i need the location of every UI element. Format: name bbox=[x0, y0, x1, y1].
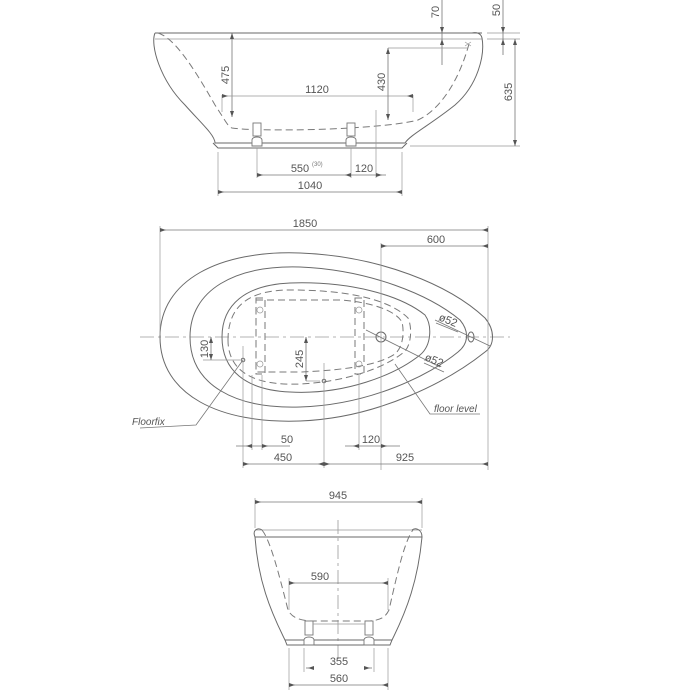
dim-base-length: 1040 bbox=[298, 180, 322, 192]
end-view: 945 590 355 560 bbox=[253, 490, 423, 690]
dim-depth-right: 430 bbox=[376, 73, 388, 91]
foot-right bbox=[346, 122, 356, 137]
dim-height-total: 635 bbox=[503, 83, 515, 101]
foot-right bbox=[364, 620, 374, 636]
dim-feet-spacing: 355 bbox=[330, 656, 348, 668]
dim-foot-gap: 50 bbox=[281, 434, 293, 446]
dim-feet-spacing-tolerance: (30) bbox=[312, 162, 323, 168]
dim-left-section: 450 bbox=[274, 452, 292, 464]
top-view: 1850 600 ø52 ø52 130 245 Floorfix floor … bbox=[132, 218, 510, 470]
label-floor-level: floor level bbox=[434, 404, 478, 415]
dim-overflow-diameter: ø52 bbox=[437, 312, 459, 330]
overflow-icon bbox=[467, 331, 475, 343]
dim-offset: 120 bbox=[355, 163, 373, 175]
dim-foot-offset: 245 bbox=[294, 350, 306, 368]
dim-drain-offset: 600 bbox=[427, 234, 445, 246]
label-floorfix: Floorfix bbox=[132, 417, 166, 428]
foot-left bbox=[252, 122, 262, 137]
dim-feet-spacing: 550 bbox=[291, 163, 309, 175]
side-view: 70 50 635 475 1120 430 bbox=[153, 0, 520, 196]
foot-left bbox=[304, 620, 314, 636]
dim-total-length: 1850 bbox=[293, 218, 317, 230]
dim-drain-gap: 120 bbox=[362, 434, 380, 446]
dim-inner-length: 1120 bbox=[305, 84, 329, 96]
dim-floorfix-offset: 130 bbox=[199, 340, 211, 358]
dim-rim: 50 bbox=[491, 4, 503, 16]
dim-inner-width: 590 bbox=[311, 571, 329, 583]
dim-depth-left: 475 bbox=[220, 66, 232, 84]
dim-depth-top: 70 bbox=[430, 6, 442, 18]
dim-total-width: 945 bbox=[329, 490, 347, 502]
dim-base-width: 560 bbox=[330, 673, 348, 685]
foot-rail-right bbox=[354, 297, 365, 375]
foot-rail-left bbox=[255, 297, 266, 375]
dim-right-section: 925 bbox=[396, 452, 414, 464]
